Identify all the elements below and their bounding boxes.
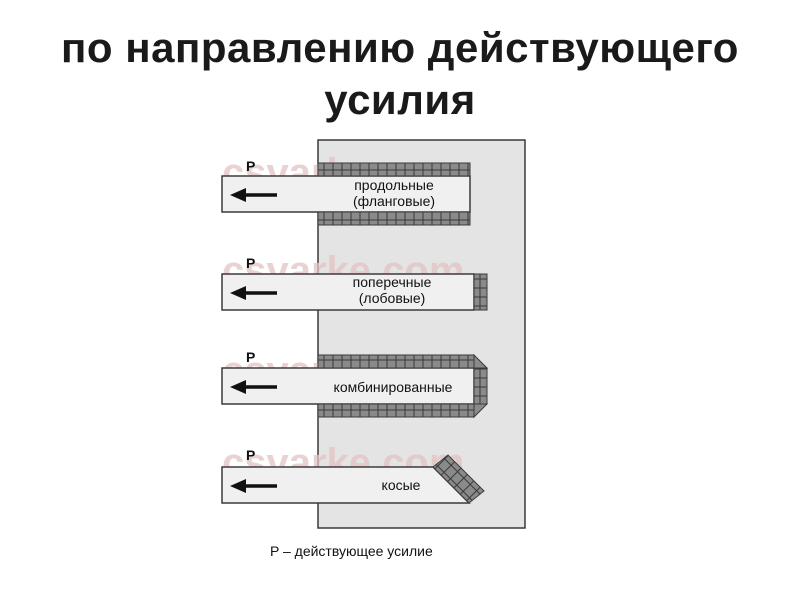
weld-seam-bottom: [317, 403, 475, 418]
legend-caption: P – действующее усилие: [270, 543, 433, 559]
weld-seam-top: [317, 354, 475, 369]
label-transverse-2: (лобовые): [359, 290, 426, 306]
force-label-2: P: [246, 255, 255, 271]
weld-seam-end: [473, 367, 488, 405]
weld-corner-bottom: [473, 403, 489, 419]
arrow-left-icon: [230, 188, 277, 202]
weld-seam-oblique: [432, 454, 485, 504]
label-combined: комбинированные: [334, 379, 453, 395]
label-oblique: косые: [382, 477, 421, 493]
weld-transverse: P поперечные (лобовые): [221, 255, 488, 311]
arrow-left-icon: [230, 479, 277, 493]
force-label-3: P: [246, 349, 255, 365]
arrow-left-icon: [230, 380, 277, 394]
weld-seam-end: [473, 273, 488, 311]
title-line-2: усилия: [324, 76, 476, 123]
label-transverse-1: поперечные: [353, 274, 432, 290]
weld-seam-bottom: [317, 211, 471, 226]
weld-oblique: P косые: [221, 447, 485, 504]
title-line-1: по направлению действующего: [61, 24, 739, 71]
arrow-left-icon: [230, 286, 277, 300]
label-longitudinal-2: (фланговые): [353, 193, 435, 209]
weld-longitudinal: P продольные (фланговые): [221, 158, 471, 226]
page-title: по направлению действующего усилия: [0, 22, 800, 126]
label-longitudinal-1: продольные: [354, 177, 434, 193]
weld-corner-top: [473, 353, 489, 369]
force-label-4: P: [246, 447, 255, 463]
force-label-1: P: [246, 158, 255, 174]
weld-combined: P комбинированные: [221, 349, 489, 419]
weld-seam-top: [317, 162, 471, 177]
